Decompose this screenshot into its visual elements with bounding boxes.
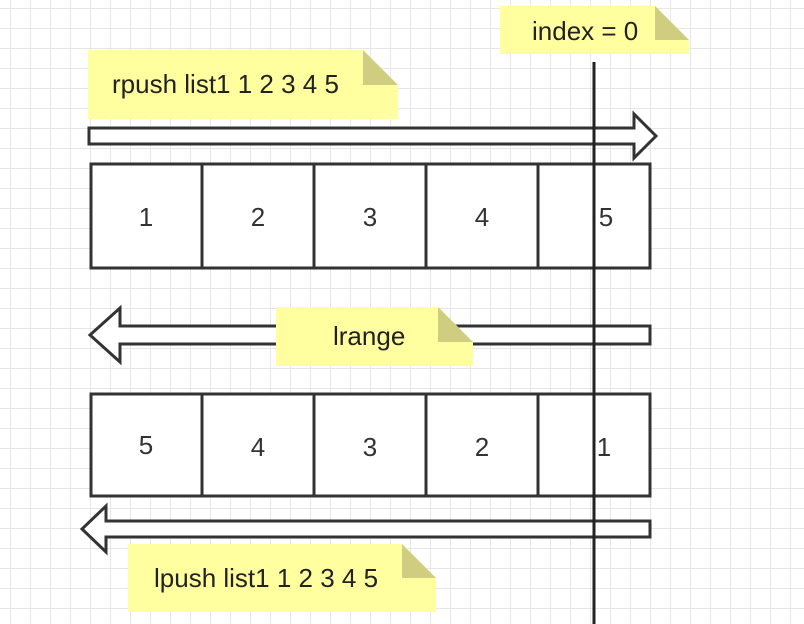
rpush-cell [200,162,316,270]
rpush-note-fold [363,50,398,85]
lpush-cell-value: 2 [475,432,489,462]
index-note: index = 0 [500,6,689,54]
rpush-note: rpush list1 1 2 3 4 5 [88,50,398,119]
lpush-cell [312,392,428,498]
index-note-fold [655,6,689,40]
lpush-cell-value: 4 [251,432,265,462]
lpush-cell [200,392,316,498]
lpush-note-body [128,544,436,612]
rpush-cell-value: 4 [475,202,489,232]
rpush-cell-value: 2 [251,202,265,232]
lpush-arrow [79,502,652,556]
lpush-list: 5 4 3 2 1 [89,392,652,498]
rpush-cell-value: 3 [363,202,377,232]
rpush-command: rpush list1 1 2 3 4 5 [112,69,339,99]
rpush-cell [312,162,428,270]
lpush-cell [89,392,204,498]
index-note-body [500,6,689,54]
lpush-cell [424,392,540,498]
lrange-note-fold [438,307,473,342]
index-label: index = 0 [532,16,638,46]
lpush-command: lpush list1 1 2 3 4 5 [154,563,378,593]
lrange-note: lrange [276,307,473,366]
rpush-cell [89,162,204,270]
lpush-cell-value: 5 [139,430,153,460]
rpush-cell-value: 5 [599,202,613,232]
rpush-note-body [88,50,398,119]
lpush-cell-value: 3 [363,432,377,462]
lrange-label: lrange [333,321,405,351]
lpush-note: lpush list1 1 2 3 4 5 [128,544,436,612]
rpush-list: 1 2 3 4 5 [89,162,652,270]
rpush-arrow [87,110,659,162]
rpush-cell-value: 1 [139,202,153,232]
lpush-note-fold [402,544,436,578]
lrange-note-body [276,307,473,366]
lpush-cell-value: 1 [597,432,611,462]
